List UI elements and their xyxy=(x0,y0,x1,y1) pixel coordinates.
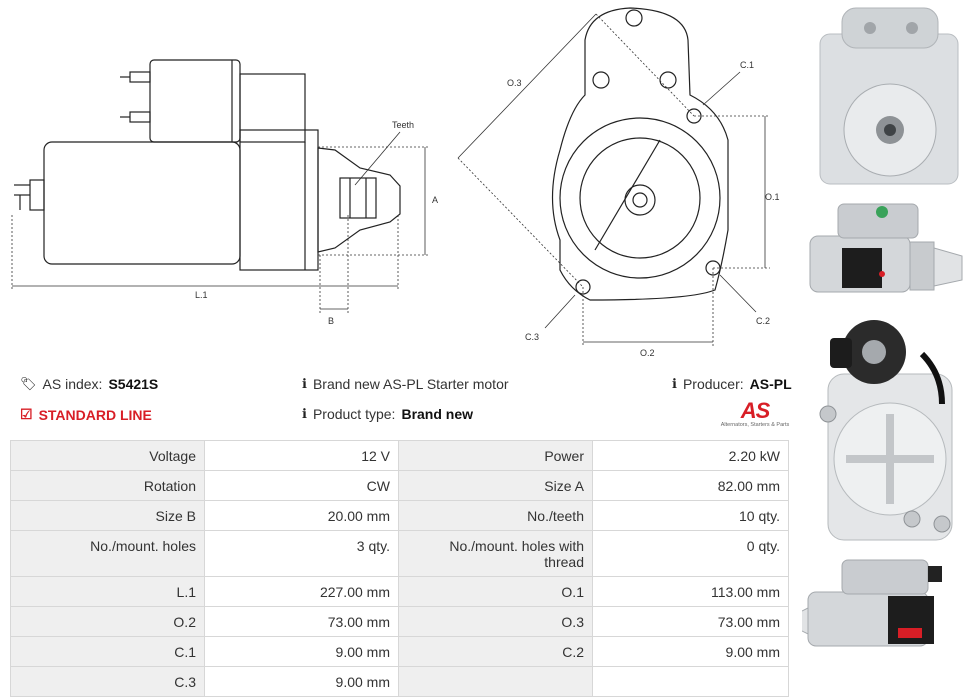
dimension-o2-label: O.2 xyxy=(640,348,655,358)
side-view-drawing xyxy=(14,59,401,271)
spec-label: O.2 xyxy=(10,606,205,637)
info-icon: ℹ xyxy=(302,376,307,391)
spec-label: O.1 xyxy=(398,576,593,607)
spec-label: C.2 xyxy=(398,636,593,667)
standard-line: ☑ STANDARD LINE xyxy=(20,406,152,423)
table-row: Size B 20.00 mm No./teeth 10 qty. xyxy=(10,500,789,531)
dimension-c2-label: C.2 xyxy=(756,316,770,326)
spec-label: Power xyxy=(398,440,593,471)
spec-value: 227.00 mm xyxy=(204,576,399,607)
spec-value: 9.00 mm xyxy=(592,636,789,667)
checkbox-icon: ☑ xyxy=(20,406,33,422)
logo-mark: AS xyxy=(740,398,771,423)
teeth-label: Teeth xyxy=(392,120,414,130)
as-index: 🏷 AS index: S5421S xyxy=(20,376,158,392)
photo-side-view-top[interactable] xyxy=(802,196,976,296)
spec-label: C.3 xyxy=(10,666,205,697)
spec-label: L.1 xyxy=(10,576,205,607)
spec-value: 9.00 mm xyxy=(204,636,399,667)
as-index-label: AS index: xyxy=(42,376,103,392)
spec-value: 73.00 mm xyxy=(204,606,399,637)
producer: ℹ Producer: AS-PL xyxy=(672,376,792,392)
specifications-table: Voltage 12 V Power 2.20 kW Rotation CW S… xyxy=(10,440,789,697)
tag-icon: 🏷 xyxy=(20,376,37,391)
spec-value: 82.00 mm xyxy=(592,470,789,501)
product-type: ℹ Product type: Brand new xyxy=(302,406,473,422)
dimension-c1-label: C.1 xyxy=(740,60,754,70)
info-icon: ℹ xyxy=(672,376,677,391)
spec-label: No./mount. holes with thread xyxy=(398,530,593,577)
table-row: C.3 9.00 mm xyxy=(10,666,789,697)
front-view-drawing xyxy=(551,7,729,301)
logo-tagline: Alternators, Starters & Parts xyxy=(720,422,790,428)
dimension-c3-label: C.3 xyxy=(525,332,539,342)
table-row: Rotation CW Size A 82.00 mm xyxy=(10,470,789,501)
spec-value: 0 qty. xyxy=(592,530,789,577)
spec-value: 20.00 mm xyxy=(204,500,399,531)
dimension-a-label: A xyxy=(432,195,438,205)
producer-label: Producer: xyxy=(682,376,744,392)
spec-value: CW xyxy=(204,470,399,501)
table-row: Voltage 12 V Power 2.20 kW xyxy=(10,440,789,471)
spec-value: 73.00 mm xyxy=(592,606,789,637)
dimension-o3-label: O.3 xyxy=(507,78,522,88)
spec-value: 10 qty. xyxy=(592,500,789,531)
front-view-dimensions xyxy=(457,13,770,346)
spec-label: O.3 xyxy=(398,606,593,637)
table-row: L.1 227.00 mm O.1 113.00 mm xyxy=(10,576,789,607)
photo-rear-view[interactable] xyxy=(802,314,976,544)
description-text: Brand new AS-PL Starter motor xyxy=(312,376,509,392)
spec-label: No./mount. holes xyxy=(10,530,205,577)
spec-value: 3 qty. xyxy=(204,530,399,577)
as-index-value: S5421S xyxy=(108,376,159,392)
spec-label: Size B xyxy=(10,500,205,531)
spec-label: Size A xyxy=(398,470,593,501)
spec-value: 9.00 mm xyxy=(204,666,399,697)
dimension-l1-label: L.1 xyxy=(195,290,208,300)
table-row: No./mount. holes 3 qty. No./mount. holes… xyxy=(10,530,789,577)
product-photos xyxy=(802,0,976,692)
spec-value: 2.20 kW xyxy=(592,440,789,471)
table-row: O.2 73.00 mm O.3 73.00 mm xyxy=(10,606,789,637)
as-pl-logo: AS Alternators, Starters & Parts xyxy=(718,400,792,434)
technical-drawing: Teeth A B L.1 O.3 C.1 O.1 C.2 C.3 O.2 xyxy=(11,7,780,358)
description: ℹ Brand new AS-PL Starter motor xyxy=(302,376,509,392)
standard-line-label: STANDARD LINE xyxy=(38,406,152,423)
table-row: C.1 9.00 mm C.2 9.00 mm xyxy=(10,636,789,667)
dimension-o1-label: O.1 xyxy=(765,192,780,202)
side-view-dimensions xyxy=(11,131,430,314)
spec-value: 12 V xyxy=(204,440,399,471)
spec-value xyxy=(592,666,789,697)
spec-label: C.1 xyxy=(10,636,205,667)
spec-label xyxy=(398,666,593,697)
product-type-value: Brand new xyxy=(401,406,474,422)
photo-front-view[interactable] xyxy=(802,0,976,190)
spec-label: No./teeth xyxy=(398,500,593,531)
photo-side-view-bottom[interactable] xyxy=(802,552,976,652)
product-type-label: Product type: xyxy=(312,406,396,422)
info-icon: ℹ xyxy=(302,406,307,421)
spec-value: 113.00 mm xyxy=(592,576,789,607)
spec-label: Voltage xyxy=(10,440,205,471)
dimension-b-label: B xyxy=(328,316,334,326)
producer-value: AS-PL xyxy=(749,376,792,392)
spec-label: Rotation xyxy=(10,470,205,501)
